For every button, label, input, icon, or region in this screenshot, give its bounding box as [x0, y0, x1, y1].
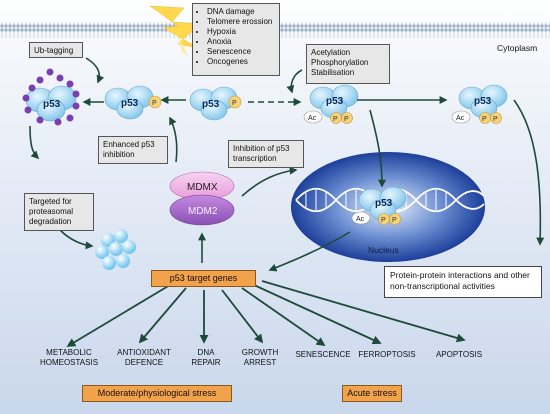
- outcome-antioxidant-defence: ANTIOXIDANT DEFENCE: [117, 348, 171, 367]
- mdm2-label: MDM2: [188, 206, 218, 217]
- phospho-label: P: [493, 116, 498, 123]
- acute-stress-label: Acute stress: [347, 388, 397, 398]
- inhibition-transcription-box: Inhibition of p53 transcription: [228, 140, 304, 168]
- acetyl-label: Ac: [308, 115, 317, 122]
- p53-label: p53: [474, 96, 492, 107]
- pathway-arrows: [29, 57, 545, 272]
- modification-item: Stabilisation: [311, 68, 355, 77]
- p53-acetylated-middle: p53 Ac P P: [303, 84, 359, 124]
- outcome-growth-arrest: GROWTH ARREST: [241, 348, 279, 367]
- phospho-label: P: [344, 116, 349, 123]
- acute-stress-box: Acute stress: [342, 385, 402, 402]
- outcome-dna-repair: DNA REPAIR: [191, 348, 221, 367]
- stress-signal-beam: [176, 30, 200, 82]
- proteasomal-degradation-label: Targeted for proteasomal degradation: [29, 197, 74, 226]
- enhanced-inhibition-box: Enhanced p53 inhibition: [98, 136, 168, 164]
- cytoplasm-label: Cytoplasm: [497, 43, 537, 53]
- stress-item: Hypoxia: [207, 27, 275, 37]
- modification-item: Phosphorylation: [311, 58, 369, 67]
- phospho-label: P: [381, 217, 386, 224]
- p53-acetylated-right: p53 Ac P P: [451, 84, 508, 124]
- p53-nuclear: p53 Ac P P: [351, 186, 407, 225]
- outcome-arrows: [66, 280, 466, 347]
- p53-phosphorylated-left: p53 P: [104, 85, 162, 120]
- outcome-senescence: SENESCENCE: [295, 350, 351, 359]
- mdmx-label: MDMX: [187, 182, 218, 193]
- nucleus-label: Nucleus: [368, 245, 399, 255]
- p53-label: p53: [121, 98, 139, 109]
- phospho-label: P: [392, 217, 397, 224]
- p53-label: p53: [202, 99, 220, 110]
- p53-phosphorylated-center: p53 P: [189, 86, 242, 121]
- stress-item: Anoxia: [207, 37, 275, 47]
- stress-signal-bolt: [149, 5, 201, 49]
- inhibition-transcription-label: Inhibition of p53 transcription: [233, 144, 290, 163]
- moderate-stress-box: Moderate/physiological stress: [82, 385, 232, 402]
- ubiquitin-tags-icon: [22, 68, 80, 126]
- ub-tagging-box: Ub-tagging: [29, 42, 83, 58]
- acetyl-label: Ac: [356, 216, 365, 223]
- enhanced-inhibition-label: Enhanced p53 inhibition: [103, 140, 155, 159]
- protein-interactions-box: Protein-protein interactions and other n…: [384, 266, 542, 298]
- stress-item: Telomere erossion: [207, 17, 275, 27]
- phospho-label: P: [482, 116, 487, 123]
- target-genes-box: p53 target genes: [151, 270, 256, 287]
- mdm2-protein: [169, 194, 235, 226]
- stress-item: Senescence: [207, 47, 275, 57]
- p53-ubiquitinated: p53: [25, 85, 77, 122]
- stress-item: DNA damage: [207, 7, 275, 17]
- modification-item: Acetylation: [311, 48, 351, 57]
- proteasomal-degradation-box: Targeted for proteasomal degradation: [24, 193, 94, 231]
- p53-label: p53: [375, 198, 393, 209]
- ub-tagging-label: Ub-tagging: [34, 46, 74, 55]
- protein-interactions-label: Protein-protein interactions and other n…: [390, 270, 530, 291]
- moderate-stress-label: Moderate/physiological stress: [97, 388, 217, 398]
- proteasome-fragments-icon: [95, 229, 136, 270]
- phospho-label: P: [232, 100, 237, 107]
- stress-item: Oncogenes: [207, 57, 275, 67]
- target-genes-label: p53 target genes: [169, 273, 238, 283]
- p53-label: p53: [326, 96, 344, 107]
- phospho-label: P: [333, 116, 338, 123]
- outcome-metabolic-homeostasis: METABOLIC HOMEOSTASIS: [39, 348, 99, 367]
- phospho-label: P: [152, 100, 157, 107]
- acetyl-label: Ac: [456, 115, 465, 122]
- stress-inputs-box: DNA damage Telomere erossion Hypoxia Ano…: [192, 3, 280, 76]
- outcome-apoptosis: APOPTOSIS: [435, 350, 483, 359]
- outcome-ferroptosis: FERROPTOSIS: [358, 350, 416, 359]
- p53-label: p53: [43, 99, 61, 110]
- modifications-box: Acetylation Phosphorylation Stabilisatio…: [306, 44, 390, 84]
